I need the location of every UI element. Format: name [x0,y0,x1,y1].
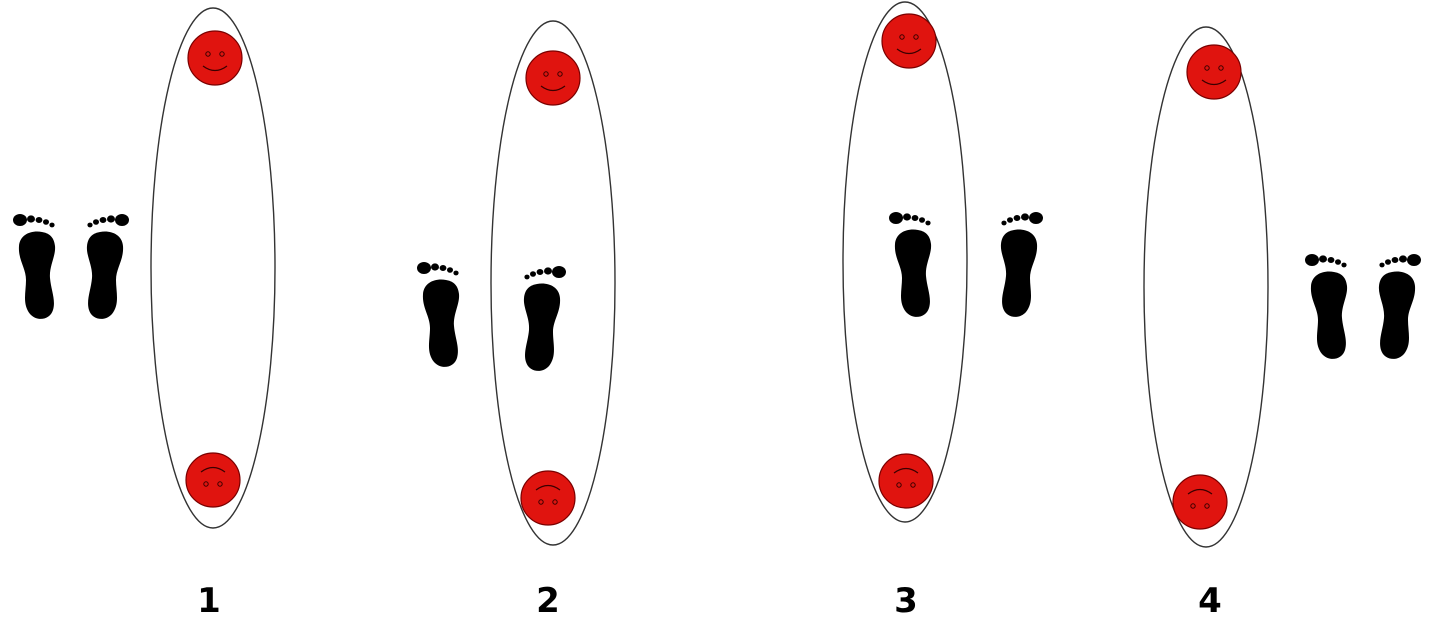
person-bottom-face-icon [1173,475,1227,529]
panel-2: 2 [417,21,615,620]
panel-4: 4 [1144,27,1421,620]
rope-loop [1144,27,1268,547]
person-top-face-icon [526,51,580,105]
person-bottom-face-icon [879,454,933,508]
step-label-3: 3 [894,581,918,620]
panel-3: 3 [843,2,1043,620]
footprint-outside-icon [417,262,459,367]
rope-loop [151,8,275,528]
step-label-1: 1 [197,581,221,620]
footprint-right-icon [87,214,129,319]
footprint-outside-icon [1001,212,1043,317]
footprint-left-icon [1305,254,1347,359]
person-top-face-icon [882,14,936,68]
footprint-left-icon [13,214,55,319]
panel-1: 1 [13,8,275,620]
footprint-right-icon [1379,254,1421,359]
person-bottom-face-icon [521,471,575,525]
step-label-2: 2 [536,581,560,620]
person-top-face-icon [1187,45,1241,99]
person-bottom-face-icon [186,453,240,507]
step-label-4: 4 [1198,581,1222,620]
person-top-face-icon [188,31,242,85]
footprint-inside-icon [889,212,931,317]
footprint-inside-icon [524,266,566,371]
